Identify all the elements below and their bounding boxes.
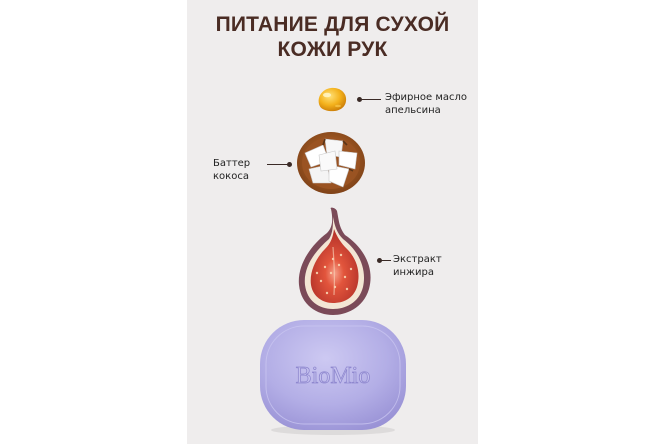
fig-leader-dot xyxy=(377,258,382,263)
oil-label-line-2: апельсина xyxy=(385,105,441,116)
coconut-label-line-2: кокоса xyxy=(213,171,249,182)
fig-half-icon xyxy=(298,207,371,315)
fig-label: Экстракт инжира xyxy=(393,253,442,279)
title-line-2: КОЖИ РУК xyxy=(277,38,388,61)
fig-leader-line xyxy=(379,260,391,261)
coconut-leader-line xyxy=(267,164,289,165)
coconut-bowl-icon xyxy=(297,132,365,194)
fig-label-line-1: Экстракт xyxy=(393,254,442,265)
oil-label: Эфирное масло апельсина xyxy=(385,91,467,117)
oil-leader-line xyxy=(359,99,381,100)
oil-label-line-1: Эфирное масло xyxy=(385,92,468,103)
soap-bar-image: BioMio xyxy=(260,320,406,435)
coconut-label: Баттер кокоса xyxy=(213,157,250,183)
fig-label-line-2: инжира xyxy=(393,267,435,278)
oil-leader-dot xyxy=(357,97,362,102)
soap-brand-logo: BioMio xyxy=(296,363,371,389)
coconut-label-line-1: Баттер xyxy=(213,158,251,169)
title-line-1: ПИТАНИЕ ДЛЯ СУХОЙ xyxy=(215,13,450,36)
orange-oil-drop-icon xyxy=(318,87,347,112)
page-title: ПИТАНИЕ ДЛЯ СУХОЙ КОЖИ РУК xyxy=(187,12,478,62)
coconut-leader-dot xyxy=(287,162,292,167)
product-infographic-panel: ПИТАНИЕ ДЛЯ СУХОЙ КОЖИ РУК Эфирное масло… xyxy=(187,0,478,444)
